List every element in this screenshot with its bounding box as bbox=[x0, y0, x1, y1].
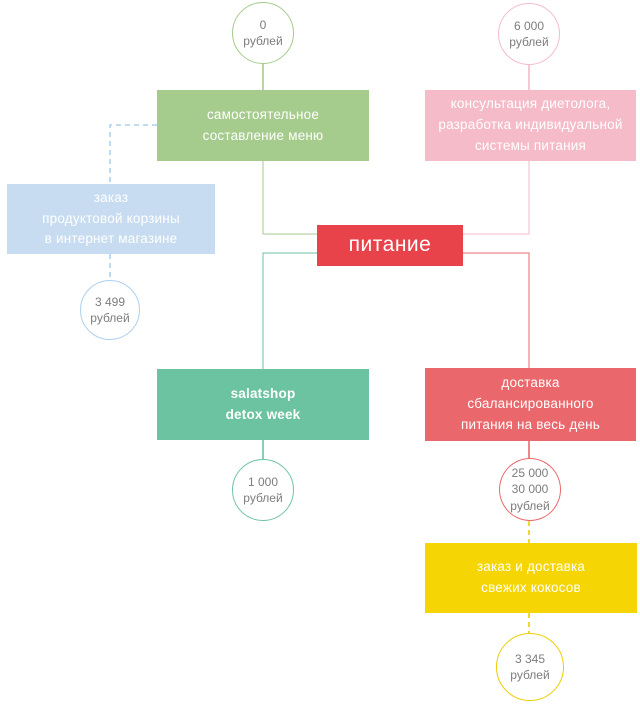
price-bubble-dietician: 6 000 рублей bbox=[498, 3, 560, 65]
connector-center-to-delivery bbox=[463, 252, 530, 368]
node-basket: заказ продуктовой корзины в интернет маг… bbox=[7, 184, 215, 254]
connector-selfmenu-to-center bbox=[262, 161, 317, 235]
node-dietician: консультация диетолога, разработка индив… bbox=[425, 90, 636, 161]
center-node-nutrition: питание bbox=[317, 225, 463, 266]
price-bubble-coconuts: 3 345 рублей bbox=[496, 633, 564, 701]
price-bubble-delivery: 25 000 30 000 рублей bbox=[499, 458, 561, 521]
connector-dietician-to-center bbox=[463, 161, 530, 235]
node-coconuts: заказ и доставка свежих кокосов bbox=[425, 543, 637, 613]
connector-center-to-salatshop bbox=[262, 252, 317, 369]
price-bubble-salatshop: 1 000 рублей bbox=[232, 459, 294, 521]
node-salatshop: salatshop detox week bbox=[157, 369, 369, 440]
connector-selfmenu-to-basket bbox=[109, 124, 157, 184]
node-self-menu: самостоятельное составление меню bbox=[157, 90, 369, 161]
price-bubble-self-menu: 0 рублей bbox=[232, 2, 294, 64]
price-bubble-basket: 3 499 рублей bbox=[80, 280, 140, 340]
node-delivery: доставка сбалансированного питания на ве… bbox=[425, 368, 636, 441]
